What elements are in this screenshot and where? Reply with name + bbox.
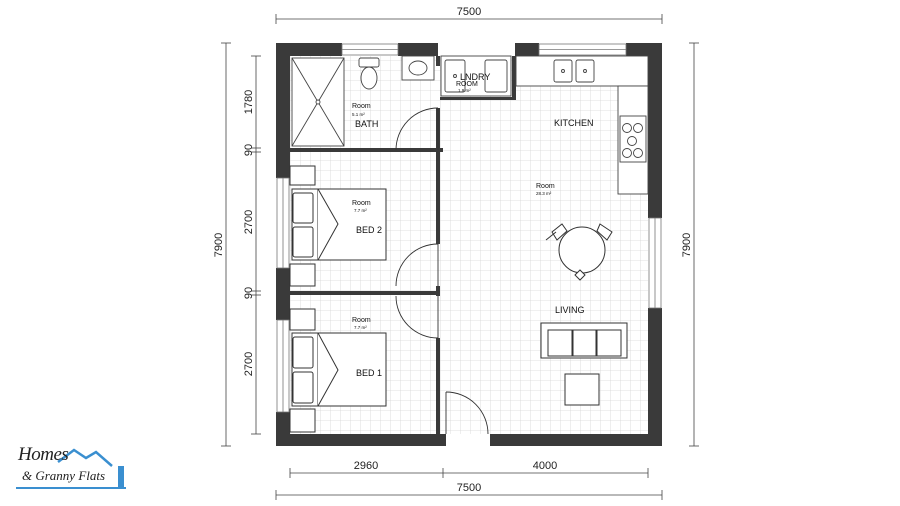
windows <box>276 43 662 413</box>
living-room-name: LIVING <box>555 305 585 315</box>
dim-left-seg-3: 2700 <box>243 210 255 234</box>
bath-room-area: 5.1 m² <box>352 112 365 117</box>
bed-1-furniture <box>289 308 387 433</box>
kitchen-fixtures <box>515 55 649 195</box>
dim-left-seg-2: 90 <box>243 144 255 156</box>
bed-2-room-name: BED 2 <box>356 225 382 235</box>
toilet-bowl <box>360 66 378 90</box>
bed-1-room-label: Room <box>352 317 371 324</box>
laundry-fixtures <box>440 55 512 97</box>
bedside-table <box>289 308 316 331</box>
bedside-table <box>289 263 316 287</box>
logo-line-1: Homes <box>18 444 69 465</box>
dim-right-overall: 7900 <box>681 233 693 257</box>
dim-left-seg-5: 2700 <box>243 352 255 376</box>
bedside-table <box>289 408 316 433</box>
dim-top-overall: 7500 <box>457 6 481 18</box>
bath-room-name: BATH <box>355 119 378 129</box>
dim-left-seg-1: 1780 <box>243 90 255 114</box>
house-roof-icon <box>16 448 126 489</box>
bed-2-room-label: Room <box>352 200 371 207</box>
dim-left-overall: 7900 <box>213 233 225 257</box>
laundry-room-label: ROOM <box>456 81 478 88</box>
dim-bottom-left: 2960 <box>354 460 378 472</box>
dim-bottom-right: 4000 <box>533 460 557 472</box>
washer <box>484 59 508 93</box>
bed-2-furniture <box>289 165 387 287</box>
company-logo: Homes & Granny Flats <box>14 440 134 495</box>
bath-fixtures <box>291 55 435 147</box>
kitchen-room-name: KITCHEN <box>554 118 594 128</box>
laundry-room-area: 1.9 m² <box>458 88 471 93</box>
living-furniture <box>540 322 628 406</box>
bedside-table <box>289 165 316 186</box>
main-room-area: 28.3 m² <box>536 191 552 196</box>
coffee-table <box>564 373 600 406</box>
bed-2-room-area: 7.7 m² <box>354 208 367 213</box>
dim-left-seg-4: 90 <box>243 287 255 299</box>
outer-walls <box>276 43 662 446</box>
logo-line-2: & Granny Flats <box>22 468 106 483</box>
dimension-lines <box>221 14 699 500</box>
laundry-room-name: LNDRY <box>460 72 490 82</box>
dining-table <box>558 226 606 274</box>
bed-1-room-area: 7.7 m² <box>354 325 367 330</box>
toilet-cistern <box>358 57 380 68</box>
dining-set <box>545 223 613 281</box>
bath-room-label: Room <box>352 103 371 110</box>
dim-bottom-overall: 7500 <box>457 482 481 494</box>
bed-1-room-name: BED 1 <box>356 368 382 378</box>
main-room-label: Room <box>536 183 555 190</box>
